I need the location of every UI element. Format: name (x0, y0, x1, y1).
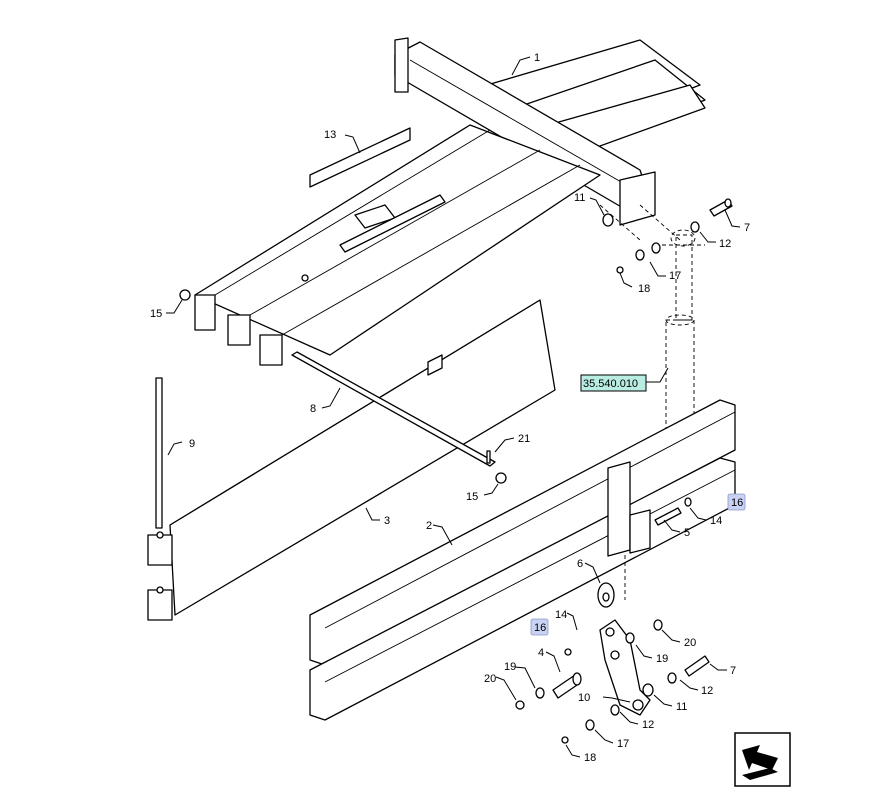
part-link-arm (599, 619, 651, 716)
callout-14: 14 (710, 515, 722, 527)
callout-20-b: 20 (484, 673, 496, 685)
callout-5: 5 (684, 527, 690, 539)
callout-13: 13 (324, 129, 336, 141)
part-frame-beam (394, 37, 706, 241)
callout-20: 20 (684, 637, 696, 649)
callout-15: 15 (150, 308, 162, 320)
callout-9: 9 (189, 438, 195, 450)
callout-10: 10 (578, 692, 590, 704)
part-left-frame (194, 124, 601, 366)
callout-16-b-highlight[interactable]: 16 (530, 618, 549, 636)
callout-11: 11 (574, 192, 585, 204)
callout-7-b: 7 (730, 665, 736, 677)
callout-16-highlight[interactable]: 16 (727, 493, 746, 511)
callout-17-b: 17 (617, 738, 629, 750)
part-hydraulic-cylinder (655, 229, 705, 442)
callout-12: 12 (719, 238, 731, 250)
part-brace-bar (291, 351, 496, 467)
callout-18: 18 (638, 283, 650, 295)
callout-1: 1 (534, 52, 540, 64)
callout-16: 16 (731, 497, 743, 509)
small-parts (179, 198, 733, 744)
callout-15-b: 15 (466, 491, 478, 503)
callout-7: 7 (744, 222, 750, 234)
callout-21: 21 (518, 433, 530, 445)
part-lower-frame (309, 399, 736, 721)
callout-18-b: 18 (584, 752, 596, 764)
callout-8: 8 (310, 403, 316, 415)
callout-12-c: 12 (642, 719, 654, 731)
reference-link-text: 35.540.010 (583, 378, 638, 390)
callout-19: 19 (656, 653, 668, 665)
callout-14-b: 14 (555, 609, 567, 621)
callout-6: 6 (577, 558, 583, 570)
callout-2: 2 (426, 520, 432, 532)
callout-4: 4 (538, 647, 544, 659)
back-arrow-icon[interactable] (734, 732, 791, 787)
reference-link[interactable]: 35.540.010 (580, 374, 647, 392)
callout-16-b: 16 (534, 622, 546, 634)
callout-12-b: 12 (701, 685, 713, 697)
callout-19-b: 19 (504, 661, 516, 673)
part-vertical-rod (147, 377, 173, 621)
part-decal-strip (309, 127, 411, 188)
callouts: 1 13 11 7 12 17 18 15 8 9 21 15 3 2 14 5… (150, 52, 750, 764)
part-side-panel (169, 299, 556, 616)
callout-11-b: 11 (676, 701, 687, 713)
leader-lines (166, 56, 741, 758)
callout-17: 17 (669, 270, 681, 282)
callout-3: 3 (384, 515, 390, 527)
